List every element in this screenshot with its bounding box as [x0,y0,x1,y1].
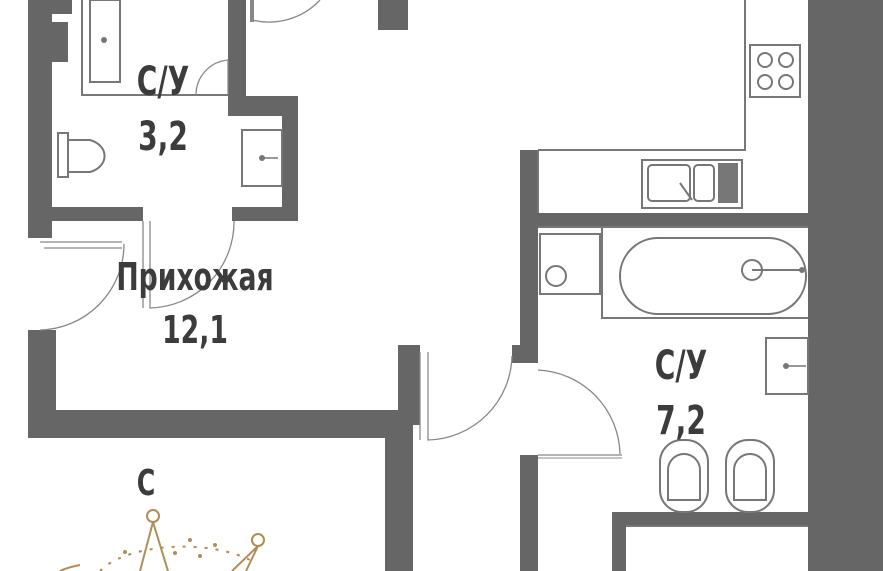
bathtub-icon [619,237,807,315]
room-area: 3,2 [138,114,188,160]
wall-top-stub [378,0,408,30]
room-label-bathroom-large: С/У 7,2 [646,346,716,441]
room-name: С/У [136,59,190,105]
wall-column-lower [385,410,413,571]
sink-icon [241,129,283,187]
wall-jamb-lower [398,345,420,425]
wall-bath-jamb [512,345,538,363]
wall-wc-bottom-left [28,207,143,221]
toilet-icon-large [659,439,775,513]
wc-partition [81,0,228,96]
door-top [251,0,321,23]
door-corridor [419,352,513,441]
wall-wc-step [228,96,298,116]
wall-bath-left-lower [520,455,538,571]
wall-wc-right [282,96,298,221]
wall-left-upper [28,0,52,238]
wall-niche [52,22,68,62]
kitchen-sink-icon [641,159,743,209]
kitchen-counter [538,0,746,151]
wall-bath-left [520,150,538,360]
room-area: 12,1 [162,308,228,352]
bath-outline [538,226,808,319]
wall-hall-bottom [28,410,413,438]
room-name: С/У [654,343,708,389]
room-label-bathroom-small: С/У 3,2 [128,62,198,157]
door-bath-large [537,369,622,456]
wall-wc-right-upper [228,0,246,100]
washer-icon [539,233,601,295]
wall-wc-bottom-right [232,207,298,221]
room-label-hallway: Прихожая 12,1 [105,258,284,349]
door-hall-wc [142,220,235,309]
compass-stars [123,538,217,558]
wall-bath-ledge-side [612,512,626,571]
compass-rose-icon [59,509,265,571]
wall-kitchen-bottom [520,213,808,227]
door-wc-small [195,59,229,96]
door-entrance [39,241,125,331]
sink-drain [101,37,107,43]
compass-north-label: С [136,463,156,504]
room-name: Прихожая [116,255,274,299]
toilet-icon [57,132,106,178]
room-area: 7,2 [656,398,706,444]
sink-icon-large [765,337,809,395]
exterior-wall-right [808,0,883,571]
wall-bath-ledge [612,512,808,526]
wall-top-left [52,0,72,14]
stove-icon [749,44,801,98]
